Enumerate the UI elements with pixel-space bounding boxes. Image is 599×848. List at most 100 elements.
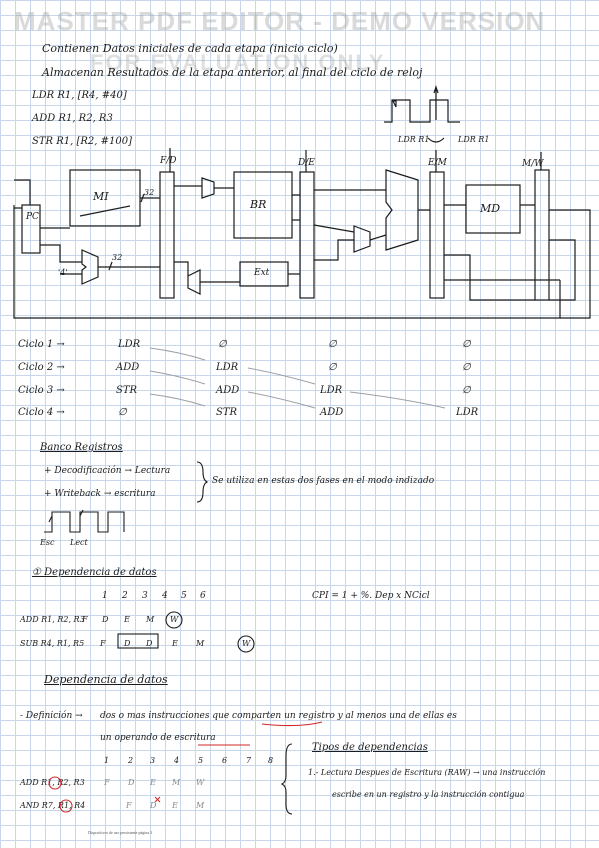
page-footer: Dispositivos de uso persistente página 3	[88, 830, 153, 835]
dep2-definition-label: - Definición →	[20, 711, 83, 721]
watermark-line2: FOR EVALUATION ONLY	[90, 50, 386, 75]
block-br: BR	[250, 198, 267, 211]
cycle-2-col4: ∅	[462, 362, 471, 373]
dep1-num-1: 1	[102, 591, 108, 601]
dep2-definition-text2: un operando de escritura	[100, 733, 216, 743]
const-4: '4'	[58, 268, 68, 277]
dep1-num-2: 2	[122, 591, 128, 601]
cycle-1-col3: ∅	[328, 339, 337, 350]
block-pc: PC	[26, 212, 39, 222]
dep1-row1-s4: M	[146, 615, 155, 624]
dep2-num-3: 3	[150, 756, 156, 765]
cycle-3-label: Ciclo 3 →	[18, 385, 65, 396]
dep2-row1-s5: W	[196, 778, 205, 787]
banco-item-2: + Writeback → escritura	[44, 489, 156, 499]
cycle-1-col4: ∅	[462, 339, 471, 350]
banco-item-1: + Decodificación → Lectura	[44, 466, 171, 476]
code-line-1: LDR R1, [R4, #40]	[32, 90, 127, 101]
dep1-row1-s2: D	[102, 615, 109, 624]
banco-title: Banco Registros	[40, 442, 123, 453]
bus-width-1: 32	[144, 188, 155, 197]
dep2-row1-instr: ADD R1, R2, R3	[20, 778, 85, 787]
dep2-title: Dependencia de datos	[44, 673, 168, 686]
dep2-num-1: 1	[104, 756, 110, 765]
banco-note: Se utiliza en estas dos fases en el modo…	[212, 476, 435, 486]
dep2-num-2: 2	[128, 756, 134, 765]
dep1-row1-s5: W	[170, 615, 179, 624]
tipos-title: Tipos de dependencias	[312, 742, 428, 753]
code-line-3: STR R1, [R2, #100]	[32, 136, 132, 147]
stage-label-mw: M/W	[522, 159, 544, 169]
dep1-row2-s3: D	[146, 639, 153, 648]
dep1-row1-s1: F	[82, 615, 88, 624]
dep1-num-4: 4	[162, 591, 168, 601]
cycle-3-col4: ∅	[462, 385, 471, 396]
dep2-row1-s3: E	[150, 778, 156, 787]
dep1-title: ① Dependencia de datos	[32, 567, 157, 578]
cycle-2-label: Ciclo 2 →	[18, 362, 65, 373]
dep1-row2-s1: F	[100, 639, 106, 648]
dep2-num-4: 4	[174, 756, 180, 765]
dep1-row1-instr: ADD R1, R2, R3	[20, 615, 85, 624]
dep2-row2-instr: AND R7, R1, R4	[20, 801, 86, 810]
dep2-definition-text1: dos o mas instrucciones que comparten un…	[100, 711, 457, 721]
dep1-row2-s2: D	[124, 639, 131, 648]
dep1-row2-s5: M	[196, 639, 205, 648]
cycle-4-col1: ∅	[118, 407, 127, 418]
dep2-num-7: 7	[246, 756, 252, 765]
dep1-row2-s6: W	[242, 639, 251, 648]
cycle-4-col4: LDR	[456, 407, 479, 418]
clock-label-left: LDR R1	[398, 135, 430, 144]
cycle-1-label: Ciclo 1 →	[18, 339, 65, 350]
header-line2: Almacenan Resultados de la etapa anterio…	[42, 66, 423, 79]
cycle-3-col2: ADD	[216, 385, 240, 396]
dep2-row1-s1: F	[104, 778, 110, 787]
tipo1-line2: escribe en un registro y la instrucción …	[332, 790, 525, 799]
tipo1-line1: 1.- Lectura Despues de Escritura (RAW) →…	[308, 768, 546, 777]
block-mi: MI	[93, 190, 109, 203]
block-md: MD	[480, 202, 501, 215]
cycle-2-col1: ADD	[116, 362, 140, 373]
cycle-4-col3: ADD	[320, 407, 344, 418]
cycle-3-col3: LDR	[320, 385, 343, 396]
dep1-row2-s4: E	[172, 639, 178, 648]
dep2-row2-s3: E	[172, 801, 178, 810]
dep2-row1-s4: M	[172, 778, 181, 787]
dep2-row2-s4: M	[196, 801, 205, 810]
dep2-row2-s1: F	[126, 801, 132, 810]
dep1-formula: CPI = 1 + %. Dep x NCicl	[312, 591, 430, 601]
dep2-row2-s2: D	[150, 801, 157, 810]
cycle-2-col3: ∅	[328, 362, 337, 373]
dep1-row1-s3: E	[124, 615, 130, 624]
dep2-row1-s2: D	[128, 778, 135, 787]
stage-label-fd: F/D	[160, 156, 177, 166]
cycle-3-col1: STR	[116, 385, 138, 396]
wave-label-right: Lect	[70, 538, 88, 547]
dep1-row2-instr: SUB R4, R1, R5	[20, 639, 85, 648]
stage-label-em: E/M	[428, 158, 447, 168]
cycle-1-col1: LDR	[118, 339, 141, 350]
dep1-num-6: 6	[200, 591, 206, 601]
dep1-num-5: 5	[181, 591, 187, 601]
bus-width-2: 32	[112, 253, 123, 262]
cycle-4-label: Ciclo 4 →	[18, 407, 65, 418]
cycle-4-col2: STR	[216, 407, 238, 418]
header-line1: Contienen Datos iniciales de cada etapa …	[42, 42, 338, 55]
cycle-2-col2: LDR	[216, 362, 239, 373]
code-line-2: ADD R1, R2, R3	[32, 113, 113, 124]
cycle-1-col2: ∅	[218, 339, 227, 350]
watermark-line1: MASTER PDF EDITOR - DEMO VERSION	[14, 6, 546, 36]
block-ext: Ext	[254, 268, 270, 278]
dep2-num-6: 6	[222, 756, 228, 765]
stage-label-de: D/E	[298, 158, 315, 168]
wave-label-left: Esc	[40, 538, 55, 547]
dep2-num-8: 8	[268, 756, 274, 765]
dep1-num-3: 3	[142, 591, 148, 601]
clock-label-right: LDR R1	[458, 135, 490, 144]
dep2-num-5: 5	[198, 756, 204, 765]
